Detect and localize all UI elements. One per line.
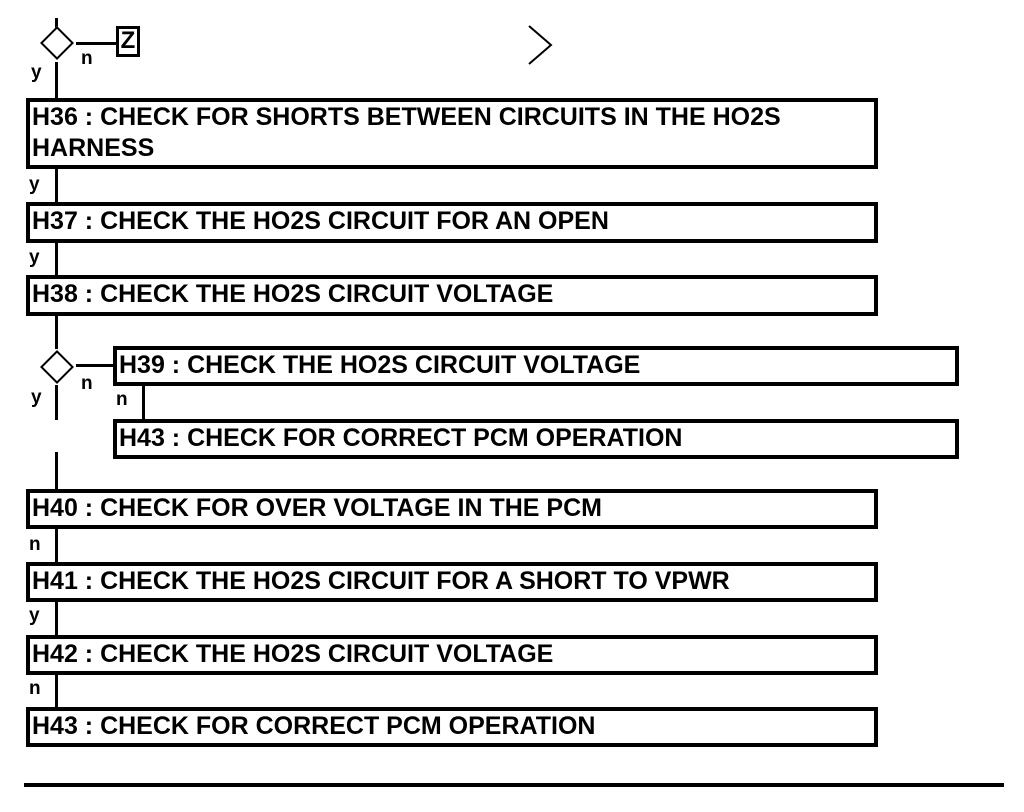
decision-diamond — [40, 350, 74, 384]
step-box-h43: H43 : CHECK FOR CORRECT PCM OPERATION — [26, 707, 878, 747]
connector-line — [55, 385, 58, 420]
connector-line — [55, 316, 58, 349]
step-box-h39: H39 : CHECK THE HO2S CIRCUIT VOLTAGE — [113, 346, 959, 386]
step-label-n: n — [29, 534, 41, 555]
step-box-h40: H40 : CHECK FOR OVER VOLTAGE IN THE PCM — [26, 489, 878, 529]
off-page-connector: Z — [116, 26, 140, 57]
connector-line — [55, 243, 58, 276]
step-box-h37: H37 : CHECK THE HO2S CIRCUIT FOR AN OPEN — [26, 202, 878, 243]
step-box-h41: H41 : CHECK THE HO2S CIRCUIT FOR A SHORT… — [26, 562, 878, 602]
step-label-y: y — [29, 174, 40, 195]
decision-no-label: n — [81, 373, 93, 394]
step-box-h42: H42 : CHECK THE HO2S CIRCUIT VOLTAGE — [26, 635, 878, 675]
chevron-right-icon — [528, 25, 553, 65]
step-label-n: n — [29, 678, 41, 699]
step-label-n: n — [116, 389, 128, 410]
connector-line — [142, 386, 145, 420]
connector-line — [55, 169, 58, 203]
decision-diamond — [40, 26, 74, 60]
connector-line — [55, 452, 58, 490]
connector-line — [55, 18, 58, 34]
step-box-h36: H36 : CHECK FOR SHORTS BETWEEN CIRCUITS … — [26, 98, 878, 169]
bottom-rule — [24, 783, 1004, 787]
decision-no-label: n — [81, 48, 93, 69]
connector-line — [55, 675, 58, 708]
decision-yes-label: y — [31, 387, 42, 408]
step-box-h43-branch: H43 : CHECK FOR CORRECT PCM OPERATION — [113, 419, 959, 459]
step-label-y: y — [29, 247, 40, 268]
step-box-h38: H38 : CHECK THE HO2S CIRCUIT VOLTAGE — [26, 275, 878, 316]
step-label-y: y — [29, 605, 40, 626]
connector-line — [76, 364, 116, 367]
decision-yes-label: y — [31, 62, 42, 83]
connector-line — [55, 602, 58, 636]
connector-line — [55, 62, 58, 100]
connector-line — [76, 42, 118, 45]
connector-line — [55, 529, 58, 563]
